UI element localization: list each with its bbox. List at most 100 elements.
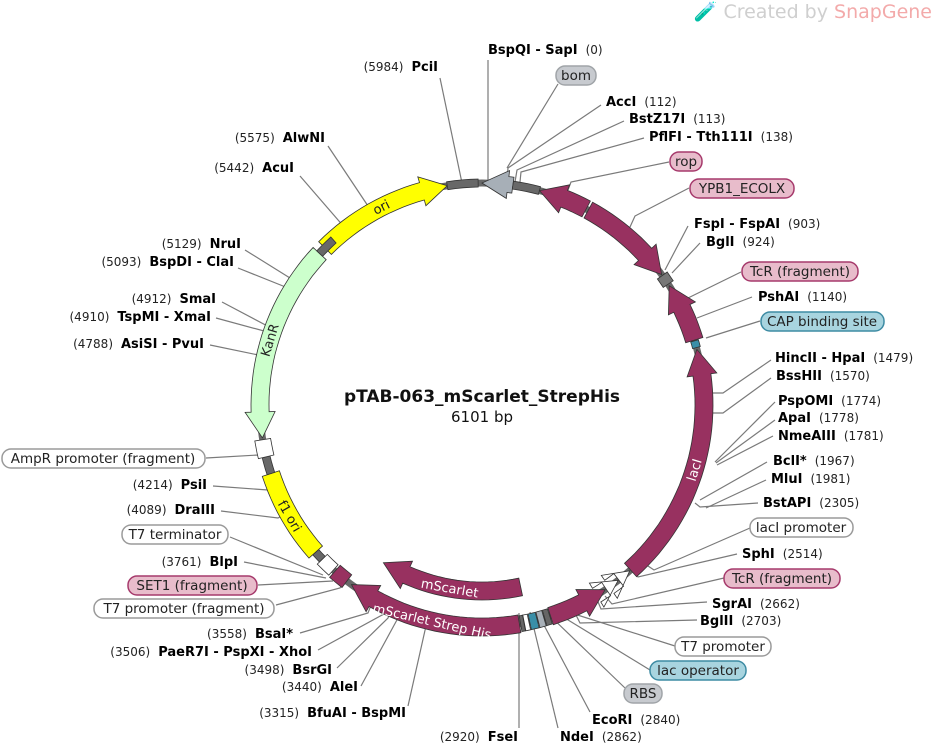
enzyme-site-sphi[interactable]: SphI(2514) — [742, 547, 823, 562]
enzyme-site-nmeaiii[interactable]: NmeAIII(1781) — [778, 429, 884, 444]
ampr-promoter-feature[interactable] — [254, 438, 275, 460]
leader-line — [567, 611, 676, 647]
enzyme-site-hincii[interactable]: HincII - HpaI(1479) — [775, 351, 913, 366]
feature-pill-rop[interactable]: rop — [669, 151, 703, 172]
feature-pill-ypb1-ecolx[interactable]: YPB1_ECOLX — [689, 178, 795, 199]
feature-pill-cap-binding-site[interactable]: CAP binding site — [760, 311, 885, 332]
leader-line — [519, 137, 645, 183]
backbone-box[interactable] — [518, 614, 526, 632]
svg-text:(4910)TspMI - XmaI: (4910)TspMI - XmaI — [70, 310, 212, 325]
f1-ori-feature[interactable] — [261, 470, 324, 559]
leader-line — [647, 527, 751, 571]
ori-feature[interactable] — [318, 176, 449, 255]
feature-pill-bom[interactable]: bom — [555, 65, 597, 86]
enzyme-site-nrui[interactable]: (5129)NruI — [162, 237, 241, 252]
svg-text:(4788)AsiSI - PvuI: (4788)AsiSI - PvuI — [73, 337, 204, 352]
lac-operator-feature[interactable] — [527, 611, 540, 631]
enzyme-site-draiii[interactable]: (4089)DraIII — [127, 503, 215, 518]
t7-terminator-feature[interactable] — [316, 553, 339, 576]
enzyme-site-bgli[interactable]: BglI(924) — [706, 235, 775, 250]
snapgene-watermark: 🧪 Created by SnapGene — [693, 1, 932, 23]
svg-text:(5575)AlwNI: (5575)AlwNI — [235, 131, 325, 146]
enzyme-site-fspi[interactable]: FspI - FspAI(903) — [694, 217, 820, 232]
laci-feature[interactable] — [623, 348, 718, 578]
enzyme-site-bstapi[interactable]: BstAPI(2305) — [763, 496, 859, 511]
kanr-feature[interactable] — [244, 246, 327, 439]
enzyme-site-alei[interactable]: (3440)AleI — [282, 680, 358, 695]
backbone-box[interactable] — [656, 271, 674, 288]
backbone-segment[interactable] — [316, 236, 337, 257]
feature-pill-ampr-promoter-fragment[interactable]: AmpR promoter (fragment) — [1, 448, 206, 469]
feature-label-ori[interactable]: ori — [371, 198, 393, 219]
leader-line — [243, 561, 327, 579]
svg-text:(5984)PciI: (5984)PciI — [364, 60, 438, 75]
set1-fragment-feature[interactable] — [329, 564, 353, 589]
ypb1-ecolx-feature[interactable] — [583, 201, 663, 276]
enzyme-site-blpi[interactable]: (3761)BlpI — [162, 555, 238, 570]
enzyme-site-bstz17i[interactable]: BstZ17I(113) — [629, 112, 726, 127]
enzyme-site-acui[interactable]: (5442)AcuI — [214, 161, 294, 176]
enzyme-site-acci[interactable]: AccI(112) — [606, 95, 677, 110]
svg-text:(5129)NruI: (5129)NruI — [162, 237, 241, 252]
enzyme-site-bcli[interactable]: BclI*(1967) — [773, 454, 855, 469]
feature-pill-set1-fragment[interactable]: SET1 (fragment) — [127, 575, 258, 596]
svg-text:PshAI(1140): PshAI(1140) — [758, 290, 847, 305]
enzyme-site-pshai[interactable]: PshAI(1140) — [758, 290, 847, 305]
feature-pill-tcr-fragment-top[interactable]: TcR (fragment) — [741, 261, 859, 282]
leader-line — [545, 611, 626, 689]
enzyme-site-pflfi[interactable]: PflFI - Tth111I(138) — [649, 130, 793, 145]
enzyme-site-ndei[interactable]: NdeI(2862) — [560, 730, 642, 744]
enzyme-site-bsrgi[interactable]: (3498)BsrGI — [245, 663, 332, 678]
svg-text:AccI(112): AccI(112) — [606, 95, 677, 110]
feature-pill-tcr-fragment-bottom[interactable]: TcR (fragment) — [723, 568, 841, 589]
backbone-segment[interactable] — [511, 180, 541, 195]
enzyme-site-fsei[interactable]: (2920)FseI — [440, 730, 518, 744]
enzyme-site-ecori[interactable]: EcoRI(2840) — [592, 713, 680, 728]
rbs-feature[interactable] — [535, 610, 547, 629]
enzyme-site-asisi[interactable]: (4788)AsiSI - PvuI — [73, 337, 204, 352]
enzyme-site-sgrai[interactable]: SgrAI(2662) — [712, 597, 800, 612]
feature-pill-t7-promoter-fragment[interactable]: T7 promoter (fragment) — [93, 598, 275, 619]
enzyme-site-bglii[interactable]: BglII(2703) — [700, 614, 781, 629]
bom-feature[interactable] — [481, 169, 515, 200]
rop-feature[interactable] — [538, 184, 591, 218]
enzyme-site-mlui[interactable]: MluI(1981) — [771, 472, 850, 487]
svg-text:(3498)BsrGI: (3498)BsrGI — [245, 663, 332, 678]
enzyme-site-pcii[interactable]: (5984)PciI — [364, 60, 438, 75]
svg-text:BglII(2703): BglII(2703) — [700, 614, 781, 629]
tcr-fragment-white-feature[interactable] — [588, 579, 619, 608]
enzyme-site-paer7i[interactable]: (3506)PaeR7I - PspXI - XhoI — [110, 645, 312, 660]
tcr-fragment-feature[interactable] — [667, 284, 704, 344]
enzyme-site-alwni[interactable]: (5575)AlwNI — [235, 131, 325, 146]
svg-text:lacI promoter: lacI promoter — [756, 520, 847, 536]
promoter-arrow-feature[interactable] — [547, 589, 606, 626]
leader-line — [696, 296, 753, 319]
feature-label-laci[interactable]: lacI — [685, 457, 706, 483]
leader-line — [257, 580, 334, 586]
feature-pill-t7-terminator[interactable]: T7 terminator — [121, 524, 229, 545]
svg-text:PflFI - Tth111I(138): PflFI - Tth111I(138) — [649, 130, 793, 145]
cap-binding-site-feature[interactable] — [690, 339, 701, 350]
svg-text:AmpR promoter (fragment): AmpR promoter (fragment) — [11, 451, 196, 467]
enzyme-site-psii[interactable]: (4214)PsiI — [133, 478, 207, 493]
enzyme-site-apai[interactable]: ApaI(1778) — [778, 411, 859, 426]
svg-text:BspQI - SapI(0): BspQI - SapI(0) — [488, 43, 603, 58]
backbone-segment[interactable] — [446, 178, 479, 191]
feature-pill-laci-promoter[interactable]: lacI promoter — [749, 517, 854, 538]
feature-pill-rbs[interactable]: RBS — [623, 683, 663, 704]
enzyme-site-bspdi[interactable]: (5093)BspDI - ClaI — [101, 255, 234, 270]
enzyme-site-pspomi[interactable]: PspOMI(1774) — [778, 394, 881, 409]
enzyme-site-tspmi[interactable]: (4910)TspMI - XmaI — [70, 310, 212, 325]
enzyme-site-smai[interactable]: (4912)SmaI — [132, 292, 216, 307]
backbone-box[interactable] — [541, 608, 553, 627]
mscarlet-feature[interactable] — [382, 560, 523, 601]
feature-pill-t7-promoter[interactable]: T7 promoter — [674, 636, 772, 657]
mscarlet-strep-his-feature[interactable] — [350, 584, 522, 637]
enzyme-site-bsai[interactable]: (3558)BsaI* — [207, 627, 293, 642]
laci-promoter-feature[interactable] — [600, 570, 631, 600]
enzyme-site-bspqi[interactable]: BspQI - SapI(0) — [488, 43, 603, 58]
backbone-segment[interactable] — [261, 455, 276, 476]
enzyme-site-bfuai[interactable]: (3315)BfuAI - BspMI — [259, 706, 406, 721]
enzyme-site-bsshii[interactable]: BssHII(1570) — [776, 369, 870, 384]
feature-pill-lac-operator[interactable]: lac operator — [649, 660, 747, 681]
